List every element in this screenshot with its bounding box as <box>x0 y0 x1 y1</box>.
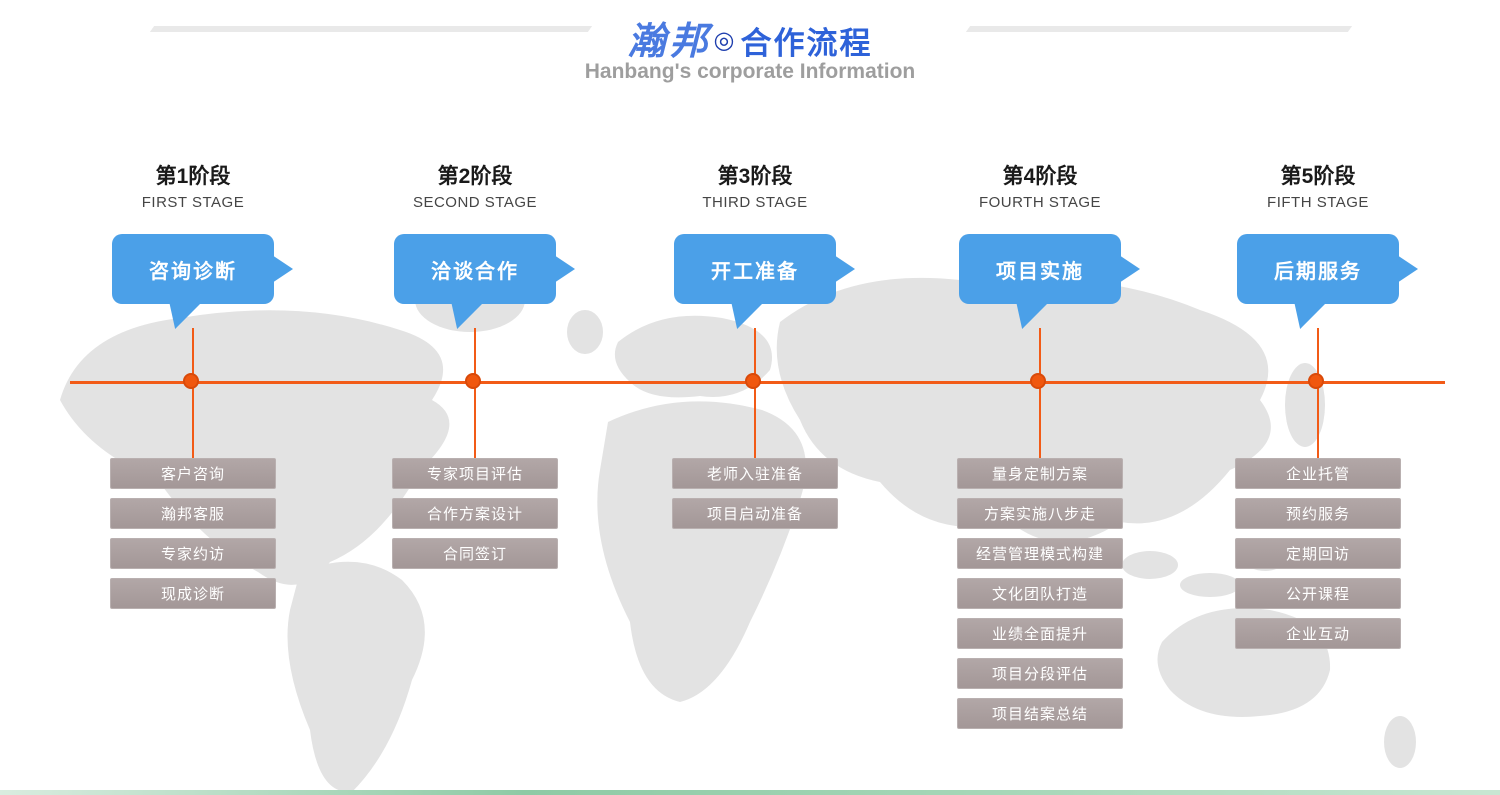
process-item: 预约服务 <box>1235 498 1401 529</box>
process-item: 现成诊断 <box>110 578 276 609</box>
stage-bubble: 咨询诊断 <box>112 234 274 304</box>
stage-bubble: 项目实施 <box>959 234 1121 304</box>
process-item: 经营管理模式构建 <box>957 538 1123 569</box>
connector-line-bottom <box>474 385 476 458</box>
timeline-dot <box>1308 373 1324 389</box>
process-item: 瀚邦客服 <box>110 498 276 529</box>
stage-bubble: 后期服务 <box>1237 234 1399 304</box>
stage-item-list: 量身定制方案方案实施八步走经营管理模式构建文化团队打造业绩全面提升项目分段评估项… <box>957 458 1123 738</box>
process-item: 方案实施八步走 <box>957 498 1123 529</box>
stage-bubble-label: 开工准备 <box>711 260 799 283</box>
process-item: 合作方案设计 <box>392 498 558 529</box>
stage-item-list: 客户咨询瀚邦客服专家约访现成诊断 <box>110 458 276 618</box>
stage-title: 第2阶段 <box>437 165 513 188</box>
bubble-arrow-right-icon <box>1119 255 1140 283</box>
stage-bubble: 洽谈合作 <box>394 234 556 304</box>
connector-line-bottom <box>1317 385 1319 458</box>
process-item: 公开课程 <box>1235 578 1401 609</box>
timeline-dot <box>1030 373 1046 389</box>
connector-line-top <box>754 328 756 385</box>
page-subtitle: Hanbang's corporate Information <box>584 60 916 83</box>
brand-separator-icon: ◎ <box>713 27 735 54</box>
process-item: 业绩全面提升 <box>957 618 1123 649</box>
connector-line-top <box>1317 328 1319 385</box>
stage-bubble-label: 项目实施 <box>996 260 1084 283</box>
process-item: 企业托管 <box>1235 458 1401 489</box>
stage-item-list: 企业托管预约服务定期回访公开课程企业互动 <box>1235 458 1401 658</box>
connector-line-bottom <box>754 385 756 458</box>
stage-column-5: 第5阶段 FIFTH STAGE 后期服务 企业托管预约服务定期回访公开课程企业… <box>1218 160 1418 760</box>
bubble-tail-icon <box>1016 301 1050 329</box>
main-title: 合作流程 <box>740 26 873 61</box>
bubble-arrow-right-icon <box>1397 255 1418 283</box>
brand-logo-text: 瀚邦 <box>627 18 712 63</box>
connector-line-bottom <box>1039 385 1041 458</box>
stage-column-1: 第1阶段 FIRST STAGE 咨询诊断 客户咨询瀚邦客服专家约访现成诊断 <box>93 160 293 760</box>
stage-title: 第3阶段 <box>717 165 793 188</box>
bubble-tail-icon <box>1294 301 1328 329</box>
stage-column-2: 第2阶段 SECOND STAGE 洽谈合作 专家项目评估合作方案设计合同签订 <box>375 160 575 760</box>
timeline-dot <box>183 373 199 389</box>
connector-line-top <box>1039 328 1041 385</box>
process-item: 专家项目评估 <box>392 458 558 489</box>
process-item: 合同签订 <box>392 538 558 569</box>
process-item: 定期回访 <box>1235 538 1401 569</box>
stage-subtitle: FIFTH STAGE <box>1267 194 1369 211</box>
page-title: 瀚邦◎合作流程 <box>0 10 1500 65</box>
stage-bubble: 开工准备 <box>674 234 836 304</box>
stage-subtitle: FOURTH STAGE <box>978 194 1102 211</box>
stage-subtitle: SECOND STAGE <box>412 194 538 211</box>
stage-title: 第5阶段 <box>1280 165 1356 188</box>
timeline-dot <box>465 373 481 389</box>
connector-line-top <box>474 328 476 385</box>
process-item: 项目启动准备 <box>672 498 838 529</box>
process-item: 量身定制方案 <box>957 458 1123 489</box>
stage-column-4: 第4阶段 FOURTH STAGE 项目实施 量身定制方案方案实施八步走经营管理… <box>940 160 1140 760</box>
stage-column-3: 第3阶段 THIRD STAGE 开工准备 老师入驻准备项目启动准备 <box>655 160 855 760</box>
bubble-arrow-right-icon <box>554 255 575 283</box>
bottom-accent-bar <box>0 790 1500 795</box>
stage-bubble-label: 洽谈合作 <box>431 260 519 283</box>
process-item: 专家约访 <box>110 538 276 569</box>
process-item: 项目分段评估 <box>957 658 1123 689</box>
bubble-arrow-right-icon <box>272 255 293 283</box>
process-item: 企业互动 <box>1235 618 1401 649</box>
stage-item-list: 专家项目评估合作方案设计合同签订 <box>392 458 558 578</box>
process-item: 客户咨询 <box>110 458 276 489</box>
connector-line-top <box>192 328 194 385</box>
connector-line-bottom <box>192 385 194 458</box>
bubble-arrow-right-icon <box>834 255 855 283</box>
stage-bubble-label: 后期服务 <box>1274 260 1362 283</box>
stage-subtitle: FIRST STAGE <box>141 194 245 211</box>
stage-bubble-label: 咨询诊断 <box>149 260 237 283</box>
stage-subtitle: THIRD STAGE <box>702 194 808 211</box>
timeline-dot <box>745 373 761 389</box>
bubble-tail-icon <box>169 301 203 329</box>
stage-title: 第4阶段 <box>1002 165 1078 188</box>
process-item: 老师入驻准备 <box>672 458 838 489</box>
stage-title: 第1阶段 <box>155 165 231 188</box>
bubble-tail-icon <box>731 301 765 329</box>
stage-item-list: 老师入驻准备项目启动准备 <box>672 458 838 538</box>
bubble-tail-icon <box>451 301 485 329</box>
process-item: 文化团队打造 <box>957 578 1123 609</box>
process-item: 项目结案总结 <box>957 698 1123 729</box>
